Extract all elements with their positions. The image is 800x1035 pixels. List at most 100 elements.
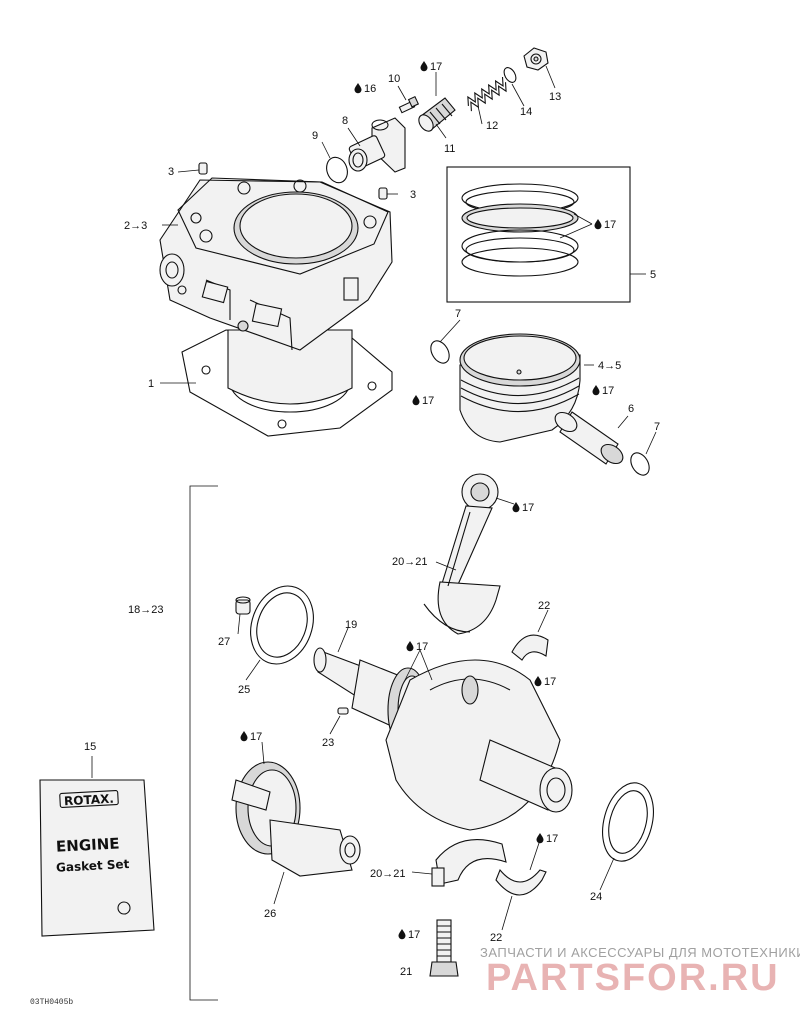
label-part-22-lower: 22 — [490, 932, 502, 944]
oil-drop-icon — [594, 219, 602, 230]
label-part-4: 4→5 — [598, 360, 621, 372]
lube-16-marker: 16 — [354, 83, 376, 95]
part-21-rod-cap — [431, 839, 507, 887]
label-part-7-upper: 7 — [455, 308, 461, 320]
svg-text:17: 17 — [408, 929, 420, 941]
label-part-9: 9 — [312, 130, 318, 142]
lube-17-marker-piston: 17 — [412, 395, 434, 407]
part-7-circlip-lower — [630, 452, 650, 476]
leader-lines — [91, 65, 657, 931]
part-21-bolt — [429, 919, 459, 977]
part-22-bearing-lower — [495, 868, 547, 896]
part-8-tensioner-housing — [348, 117, 406, 173]
svg-text:17: 17 — [546, 833, 558, 845]
oil-drop-icon — [240, 731, 248, 742]
label-part-3-top: 3 — [168, 166, 174, 178]
label-part-15: 15 — [84, 741, 96, 753]
watermark-logo: PARTSFOR.RU — [486, 957, 780, 999]
lube-17-marker-bearing-upper: 17 — [534, 676, 556, 688]
oil-drop-icon — [534, 676, 542, 687]
label-part-12: 12 — [486, 120, 498, 132]
oil-drop-icon — [354, 83, 362, 94]
label-part-13: 13 — [549, 91, 561, 103]
part-26-balance-shaft — [231, 761, 361, 877]
label-part-24: 24 — [590, 891, 602, 903]
oil-drop-icon — [406, 641, 414, 652]
oil-drop-icon — [592, 385, 600, 396]
svg-text:17: 17 — [604, 219, 616, 231]
part-2-cylinder — [159, 177, 393, 437]
group-bracket-18-23 — [189, 485, 218, 1001]
part-3-dowel-pin-top — [198, 162, 208, 175]
label-part-2: 2→3 — [124, 220, 147, 232]
lube-17-marker-rings: 17 — [594, 219, 616, 231]
label-part-14: 14 — [520, 106, 532, 118]
oil-drop-icon — [536, 833, 544, 844]
part-4-piston — [459, 333, 581, 443]
book-title-engine: ENGINE — [56, 834, 120, 855]
timing-chain-tensioner-group — [326, 47, 549, 184]
label-part-7-lower: 7 — [654, 421, 660, 433]
label-part-3-right: 3 — [410, 189, 416, 201]
part-12-spring — [467, 76, 507, 112]
label-part-22-upper: 22 — [538, 600, 550, 612]
part-7-circlip-upper — [430, 340, 450, 364]
lube-17-marker-crank: 17 — [406, 641, 428, 653]
svg-text:17: 17 — [416, 641, 428, 653]
oil-drop-icon — [420, 61, 428, 72]
part-23-woodruff-key — [337, 707, 349, 715]
oil-drop-icon — [398, 929, 406, 940]
lubricant-markers: 16 17 17 17 17 17 17 17 — [240, 61, 616, 941]
part-3-dowel-pin-right — [378, 187, 388, 200]
svg-text:17: 17 — [544, 676, 556, 688]
label-part-19: 19 — [345, 619, 357, 631]
label-part-10: 10 — [388, 73, 400, 85]
part-5-piston-ring-set-box — [446, 166, 631, 303]
svg-text:16: 16 — [364, 83, 376, 95]
diagram-code: 03TH0405b — [30, 998, 73, 1007]
svg-text:17: 17 — [430, 61, 442, 73]
part-11-plunger — [418, 97, 456, 132]
label-part-11: 11 — [444, 143, 455, 155]
part-27-plug — [235, 596, 251, 615]
oil-drop-icon — [412, 395, 420, 406]
part-9-o-ring — [326, 156, 348, 184]
lube-17-marker-pin: 17 — [592, 385, 614, 397]
label-part-6: 6 — [628, 403, 634, 415]
lube-17-marker-bearing-lower: 17 — [536, 833, 558, 845]
lube-17-marker-rod: 17 — [512, 502, 534, 514]
book-title-gasket-set: Gasket Set — [56, 857, 130, 875]
svg-text:17: 17 — [522, 502, 534, 514]
label-part-27: 27 — [218, 636, 230, 648]
part-6-piston-pin — [554, 411, 624, 465]
label-part-20-lower: 20→21 — [370, 868, 405, 880]
label-part-18: 18→23 — [128, 604, 163, 616]
svg-text:17: 17 — [250, 731, 262, 743]
svg-text:17: 17 — [602, 385, 614, 397]
watermark-tagline: ЗАПЧАСТИ И АКСЕССУАРЫ ДЛЯ МОТОТЕХНИКИ — [480, 945, 800, 960]
book-emblem — [117, 901, 131, 915]
part-14-o-ring — [503, 67, 517, 83]
part-25-shim — [250, 585, 314, 665]
part-15-gasket-set-book — [39, 779, 155, 937]
label-part-21: 21 — [400, 966, 412, 978]
callouts: 1 2→3 3 3 4→5 5 6 7 7 8 9 10 11 12 13 14… — [84, 73, 660, 978]
label-part-20-upper: 20→21 — [392, 556, 427, 568]
label-part-8: 8 — [342, 115, 348, 127]
part-13-plug — [523, 47, 549, 71]
label-part-5: 5 — [650, 269, 656, 281]
label-part-26: 26 — [264, 908, 276, 920]
lube-17-marker-bolt: 17 — [398, 929, 420, 941]
label-part-1: 1 — [148, 378, 154, 390]
part-24-shim — [602, 782, 654, 862]
part-10-screw — [398, 95, 420, 114]
book-brand: ROTAX. — [64, 792, 114, 809]
part-19-crankshaft — [313, 647, 573, 831]
svg-text:17: 17 — [422, 395, 434, 407]
lube-17-marker-balancer: 17 — [240, 731, 262, 743]
lube-17-marker-tensioner: 17 — [420, 61, 442, 73]
label-part-25: 25 — [238, 684, 250, 696]
part-22-bearing-upper — [511, 634, 549, 661]
label-part-23: 23 — [322, 737, 334, 749]
